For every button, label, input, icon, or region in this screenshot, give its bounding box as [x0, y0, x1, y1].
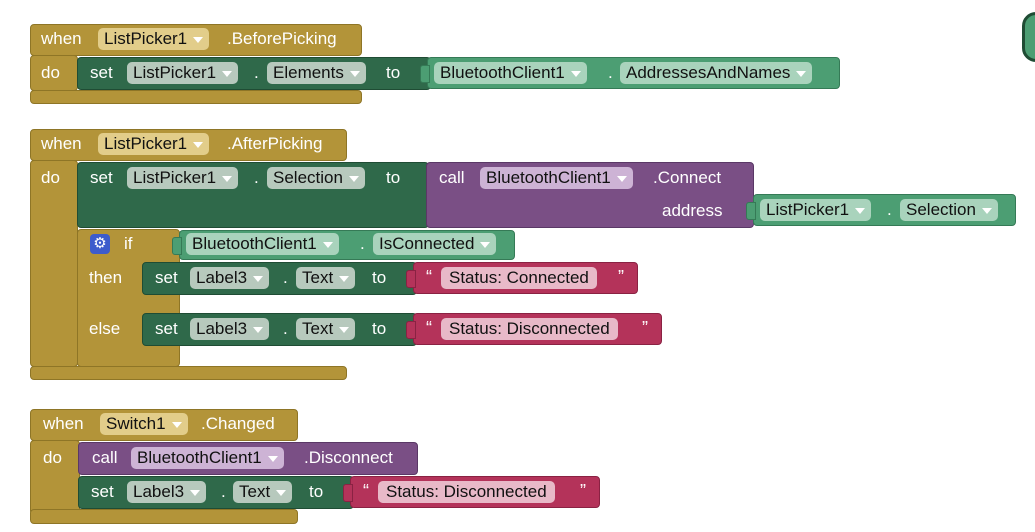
event-block-switch-changed-footer	[30, 509, 298, 524]
then-string-field[interactable]: Status: Connected	[441, 267, 597, 289]
socket-tab	[746, 202, 756, 220]
event-block-after-picking-body	[30, 160, 78, 367]
workspace-control-edge[interactable]	[1022, 12, 1035, 62]
component-dropdown[interactable]: ListPicker1	[98, 133, 210, 155]
if-label: if	[124, 234, 133, 253]
set-label: set	[91, 482, 114, 501]
close-quote: ”	[618, 267, 624, 287]
set-label: set	[90, 168, 113, 187]
close-quote: ”	[580, 481, 586, 501]
then-label: then	[89, 268, 123, 287]
socket-tab	[406, 270, 416, 288]
method-label: .Connect	[653, 168, 722, 187]
else-string-field[interactable]: Status: Disconnected	[441, 318, 618, 340]
set-block-status-disconnected[interactable]	[78, 476, 354, 509]
component-dropdown[interactable]: Switch1	[100, 413, 188, 435]
do-label: do	[41, 168, 60, 187]
socket-tab	[420, 65, 430, 83]
open-quote: “	[363, 481, 369, 501]
target-component-dropdown[interactable]: ListPicker1	[127, 62, 239, 84]
event-block-before-picking-body	[30, 55, 78, 91]
if-property-dropdown[interactable]: IsConnected	[373, 233, 497, 255]
set-block-status-disconnected[interactable]	[142, 313, 417, 346]
call-label: call	[439, 168, 465, 187]
source-component-dropdown[interactable]: BluetoothClient1	[434, 62, 587, 84]
event-block-after-picking-footer	[30, 366, 347, 380]
then-property-dropdown[interactable]: Text	[296, 267, 356, 289]
property-dropdown[interactable]: Selection	[267, 167, 365, 189]
close-quote: ”	[642, 318, 648, 338]
property-dropdown[interactable]: Text	[233, 481, 293, 503]
set-label: set	[90, 63, 113, 82]
string-field[interactable]: Status: Disconnected	[378, 481, 555, 503]
socket-tab	[406, 321, 416, 339]
open-quote: “	[426, 318, 432, 338]
address-property-dropdown[interactable]: Selection	[900, 199, 998, 221]
when-label: when	[43, 414, 84, 433]
event-block-before-picking-footer	[30, 90, 362, 104]
to-label: to	[386, 168, 401, 187]
set-label: set	[155, 319, 178, 338]
address-component-dropdown[interactable]: ListPicker1	[760, 199, 872, 221]
else-property-dropdown[interactable]: Text	[296, 318, 356, 340]
event-name-label: .Changed	[201, 414, 275, 433]
if-component-dropdown[interactable]: BluetoothClient1	[186, 233, 339, 255]
property-dropdown[interactable]: Elements	[267, 62, 366, 84]
do-label: do	[43, 448, 62, 467]
mutator-gear-icon[interactable]: ⚙	[90, 234, 110, 254]
to-label: to	[386, 63, 401, 82]
do-label: do	[41, 63, 60, 82]
when-label: when	[41, 29, 82, 48]
source-property-dropdown[interactable]: AddressesAndNames	[620, 62, 813, 84]
address-param-label: address	[662, 201, 723, 220]
event-name-label: .AfterPicking	[227, 134, 323, 153]
else-target-dropdown[interactable]: Label3	[190, 318, 270, 340]
dot-label: .	[221, 482, 226, 501]
socket-tab	[172, 237, 182, 255]
then-target-dropdown[interactable]: Label3	[190, 267, 270, 289]
call-component-dropdown[interactable]: BluetoothClient1	[480, 167, 633, 189]
dot-label: .	[254, 168, 259, 187]
else-to-label: to	[372, 319, 387, 338]
target-component-dropdown[interactable]: ListPicker1	[127, 167, 239, 189]
method-label: .Disconnect	[304, 448, 393, 467]
source-dot-label: .	[608, 63, 613, 82]
if-dot-label: .	[360, 234, 365, 253]
address-dot-label: .	[887, 200, 892, 219]
open-quote: “	[426, 267, 432, 287]
then-dot-label: .	[283, 268, 288, 287]
socket-tab	[343, 484, 353, 502]
event-name-label: .BeforePicking	[227, 29, 337, 48]
set-label: set	[155, 268, 178, 287]
call-component-dropdown[interactable]: BluetoothClient1	[131, 447, 284, 469]
else-dot-label: .	[283, 319, 288, 338]
target-component-dropdown[interactable]: Label3	[127, 481, 207, 503]
to-label: to	[309, 482, 324, 501]
else-label: else	[89, 319, 121, 338]
then-to-label: to	[372, 268, 387, 287]
event-block-switch-changed-body	[30, 440, 80, 515]
call-label: call	[92, 448, 118, 467]
dot-label: .	[254, 63, 259, 82]
when-label: when	[41, 134, 82, 153]
component-dropdown[interactable]: ListPicker1	[98, 28, 210, 50]
